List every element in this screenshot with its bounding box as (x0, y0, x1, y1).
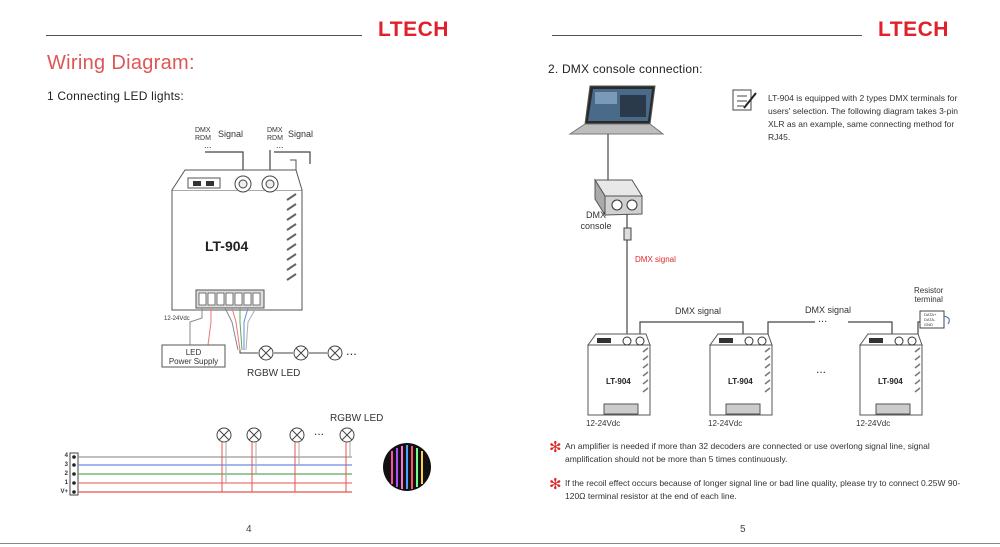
rgbw-led-label: RGBW LED (247, 368, 301, 379)
dmx-signal-label-2: DMX signal (805, 305, 852, 315)
signal-cable-b (274, 151, 311, 164)
device-2-voltage: 12-24Vdc (708, 419, 743, 428)
led-tube-photo (383, 443, 431, 491)
brand-logo: LTECH (378, 18, 449, 41)
section-heading: 1 Connecting LED lights: (47, 89, 184, 103)
led-wiring-diagram (69, 150, 431, 496)
strip-rgbw-led-label: RGBW LED (330, 413, 384, 424)
resistor-terminal-icon (919, 310, 950, 329)
strip-led-1 (216, 427, 232, 443)
footer-rule (0, 543, 500, 544)
section-heading: 2. DMX console connection: (548, 62, 703, 76)
terminal-pin-labels: DATA+DATA-GND (924, 312, 937, 327)
page-number-left: 4 (246, 524, 252, 535)
brand-logo: LTECH (878, 18, 949, 41)
strip-led-3 (289, 427, 305, 443)
info-note-text: LT-904 is equipped with 2 types DMX term… (768, 93, 958, 142)
warning-asterisk-icon: ✻ (549, 476, 562, 493)
lt904-device-2 (709, 333, 773, 416)
lt904-device-3 (859, 333, 923, 416)
lt904-device-1 (587, 333, 651, 416)
ellipsis-a: ... (204, 140, 212, 150)
header-rule (46, 35, 362, 36)
signal-label-a: Signal (218, 129, 244, 139)
device-3-voltage: 12-24Vdc (856, 419, 891, 428)
header-rule (552, 35, 862, 36)
dmx-console-diagram (568, 85, 950, 416)
voltage-label: 12-24Vdc (164, 316, 190, 322)
note-terminal-resistor: If the recoil effect occurs because of l… (565, 478, 961, 501)
warning-asterisk-icon: ✻ (549, 439, 562, 456)
page-number-right: 5 (740, 524, 746, 535)
laptop-illustration (568, 85, 665, 135)
led-bulb-1 (258, 345, 274, 361)
led-chain-ellipsis: ... (346, 343, 357, 358)
device-model-label: LT-904 (205, 238, 249, 254)
device-3-model: LT-904 (878, 377, 903, 386)
device-1-voltage: 12-24Vdc (586, 419, 621, 428)
right-page: LTECH 2. DMX console connection: (500, 0, 1000, 547)
page-title: Wiring Diagram: (47, 52, 195, 74)
led-bulb-3 (327, 345, 343, 361)
dmx-console-box (594, 178, 643, 217)
device-1-model: LT-904 (606, 377, 631, 386)
dmx-signal-red-label: DMX signal (635, 255, 676, 264)
left-page: LTECH Wiring Diagram: 1 Connecting LED l… (0, 18, 500, 544)
dmx-signal-label-1: DMX signal (675, 306, 722, 316)
device-2-model: LT-904 (728, 377, 753, 386)
power-supply-box (161, 344, 226, 368)
footer-rule (500, 543, 1000, 544)
signal-ellipsis: ... (818, 313, 828, 325)
note-pencil-icon (732, 89, 757, 111)
signal-label-b: Signal (288, 129, 314, 139)
ellipsis-b: ... (276, 140, 284, 150)
strip-ellipsis: ... (314, 424, 325, 438)
lt904-controller-box (171, 159, 303, 311)
strip-led-2 (246, 427, 262, 443)
device-ellipsis: ... (816, 362, 827, 376)
note-amplifier: An amplifier is needed if more than 32 d… (565, 441, 930, 464)
led-bulb-2 (293, 345, 309, 361)
strip-led-4 (339, 427, 355, 443)
